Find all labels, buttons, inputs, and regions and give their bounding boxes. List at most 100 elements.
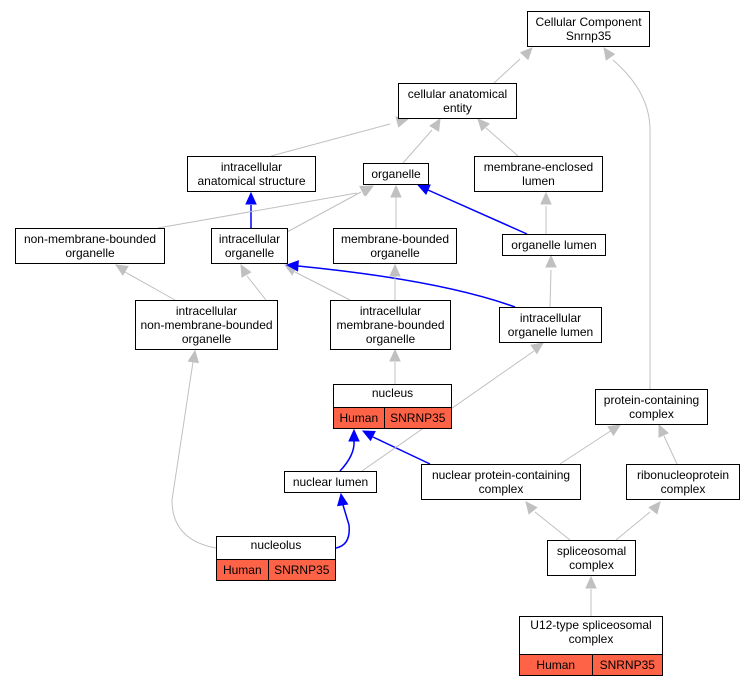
node-label-line: lumen — [522, 174, 555, 188]
arrowhead — [416, 184, 431, 195]
edge-line — [427, 189, 528, 235]
edge-line — [612, 59, 651, 389]
edge-line — [297, 265, 516, 308]
node-label-line: complex — [478, 482, 524, 496]
edge-line — [335, 504, 350, 549]
node-label-line: Snrnp35 — [565, 29, 612, 43]
annotation-species: Human — [222, 563, 262, 577]
node-label-line: intracellular — [175, 304, 238, 318]
node-label-line: complex — [660, 482, 706, 496]
edge-line — [294, 271, 351, 301]
node-label: organelle — [364, 164, 428, 184]
node-label-line: nucleus — [371, 386, 414, 400]
part-of-edge — [339, 428, 360, 472]
is-a-edge — [545, 254, 557, 308]
annotation-species: Human — [536, 658, 576, 672]
edge-line — [615, 511, 651, 541]
node-label-line: organelle — [224, 246, 275, 260]
is-a-edge — [286, 185, 375, 233]
is-a-edge — [525, 501, 571, 541]
node-nl[interactable]: nuclear lumen — [284, 471, 377, 493]
arrowhead — [658, 423, 669, 438]
arrowhead — [530, 342, 544, 355]
arrowhead — [519, 47, 533, 61]
node-label-line: cellular anatomical — [407, 87, 508, 101]
node-label-line: membrane-bounded — [336, 318, 445, 332]
node-label-line: protein-containing — [603, 393, 700, 407]
is-a-edge — [615, 501, 661, 541]
annotation-species: Human — [339, 411, 379, 425]
node-ol[interactable]: organelle lumen — [502, 234, 606, 256]
arrowhead — [361, 430, 376, 442]
annotation-gene: SNRNP35 — [591, 655, 663, 675]
annotation-row: Human SNRNP35 — [520, 654, 662, 675]
node-label-line: nucleolus — [250, 538, 302, 552]
edge-line — [246, 275, 267, 301]
node-label-line: intracellular — [220, 160, 283, 174]
node-label-line: intracellular — [359, 304, 422, 318]
edge-line — [171, 361, 217, 549]
node-label-line: complex — [629, 407, 674, 421]
part-of-edge — [335, 492, 350, 549]
is-a-edge — [270, 116, 410, 157]
is-a-edge — [493, 47, 533, 84]
is-a-edge — [240, 263, 267, 301]
node-label-line: U12-type spliceosomal — [530, 618, 652, 632]
node-label-line: organelle — [65, 246, 115, 260]
is-a-edge — [389, 348, 401, 384]
arrowhead — [285, 260, 299, 272]
node-label-line: anatomical structure — [197, 174, 306, 188]
is-a-edge — [171, 349, 217, 549]
node-label-line: intracellular — [519, 311, 582, 325]
arrowhead — [240, 263, 252, 278]
arrowhead — [585, 575, 597, 589]
node-label-line: non-membrane-bounded — [23, 232, 157, 246]
node-label-line: entity — [443, 101, 472, 115]
edge-line — [493, 58, 521, 84]
node-label-line: membrane-bounded — [340, 232, 450, 246]
part-of-edge — [361, 430, 431, 465]
arrowhead — [607, 424, 622, 437]
is-a-edge — [390, 184, 402, 228]
node-label-line: membrane-enclosed — [483, 160, 594, 174]
part-of-edge — [285, 260, 516, 308]
node-label-line: complex — [568, 632, 614, 646]
node-label: nuclear lumen — [285, 472, 376, 492]
node-organelle[interactable]: organelle — [363, 163, 429, 185]
node-label: organelle lumen — [503, 235, 605, 255]
node-label-line: Cellular Component — [535, 15, 642, 29]
part-of-edge — [416, 184, 528, 235]
node-label-line: organelle lumen — [507, 325, 594, 339]
edge-line — [270, 123, 391, 157]
arrowhead — [336, 492, 349, 507]
edge-line — [402, 129, 433, 164]
edge-line — [124, 271, 176, 301]
is-a-edge — [402, 117, 441, 164]
